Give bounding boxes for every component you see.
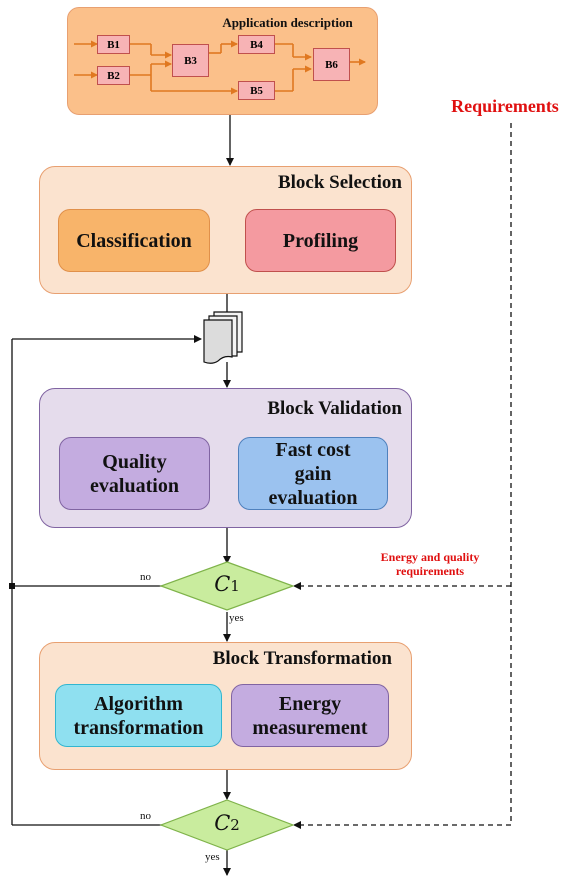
decision-c2-diamond bbox=[159, 799, 295, 851]
c1-symbol: C bbox=[214, 572, 231, 596]
block-b3: B3 bbox=[172, 44, 209, 77]
c1-no-label: no bbox=[140, 571, 151, 583]
algo-label-line2: transformation bbox=[73, 716, 204, 739]
quality-label-line2: evaluation bbox=[90, 474, 179, 497]
decision-c1-diamond bbox=[159, 561, 295, 611]
profiling-label: Profiling bbox=[282, 229, 359, 252]
junction-dot bbox=[9, 583, 15, 589]
classification-box: Classification bbox=[58, 209, 210, 272]
energy-quality-req-line1: Energy and quality bbox=[380, 550, 480, 564]
app-block-graph bbox=[74, 40, 366, 95]
document-stack-icon bbox=[203, 311, 243, 364]
energy-quality-req-line2: requirements bbox=[395, 564, 465, 578]
algorithm-transformation-box: Algorithm transformation bbox=[55, 684, 222, 747]
energy-label-line1: Energy bbox=[278, 692, 342, 715]
quality-label-line1: Quality bbox=[102, 450, 167, 473]
c1-subscript: 1 bbox=[230, 577, 240, 595]
fast-cost-gain-box: Fast cost gain evaluation bbox=[238, 437, 388, 510]
block-transformation-title: Block Transformation bbox=[212, 648, 392, 669]
c2-no-label: no bbox=[140, 810, 151, 822]
decision-c2-label: C2 bbox=[207, 811, 247, 835]
block-b5: B5 bbox=[238, 81, 275, 100]
algo-label-line1: Algorithm bbox=[94, 692, 183, 715]
fast-label-line1: Fast cost bbox=[275, 438, 351, 461]
decision-c1-label: C1 bbox=[207, 572, 247, 596]
classification-label: Classification bbox=[76, 229, 192, 252]
quality-evaluation-box: Quality evaluation bbox=[59, 437, 210, 510]
energy-measurement-box: Energy measurement bbox=[231, 684, 389, 747]
block-b6: B6 bbox=[313, 48, 350, 81]
c2-subscript: 2 bbox=[230, 816, 240, 834]
requirements-label: Requirements bbox=[451, 96, 559, 116]
block-b2: B2 bbox=[97, 66, 130, 85]
fast-label-line3: evaluation bbox=[268, 486, 358, 509]
block-b4: B4 bbox=[238, 35, 275, 54]
block-validation-title: Block Validation bbox=[267, 398, 402, 419]
energy-label-line2: measurement bbox=[252, 716, 368, 739]
fast-label-line2: gain bbox=[294, 462, 332, 485]
c2-yes-label: yes bbox=[205, 851, 220, 863]
c1-yes-label: yes bbox=[229, 612, 244, 624]
block-b1: B1 bbox=[97, 35, 130, 54]
app-description-title: Application description bbox=[222, 15, 353, 30]
c2-symbol: C bbox=[214, 811, 231, 835]
block-selection-title: Block Selection bbox=[277, 172, 402, 193]
profiling-box: Profiling bbox=[245, 209, 396, 272]
